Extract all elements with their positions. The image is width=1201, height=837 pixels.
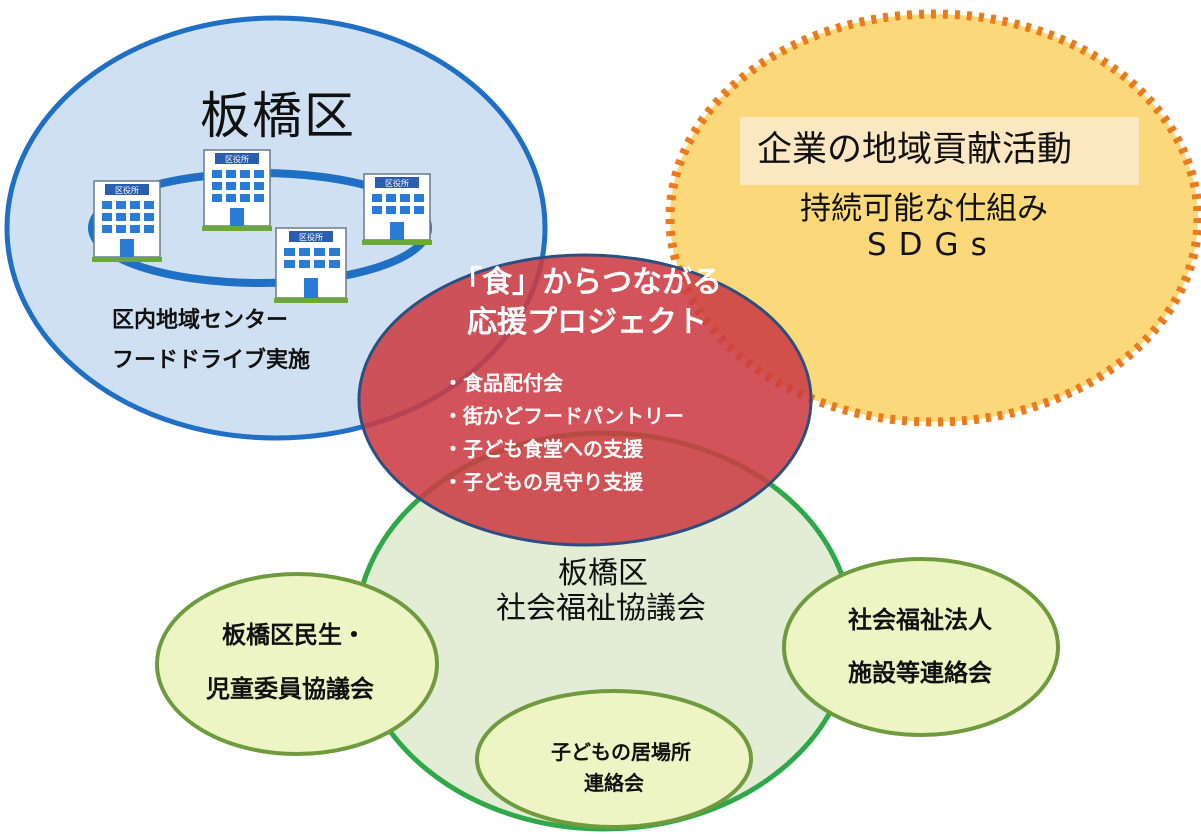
social-welfare-line1: 社会福祉法人 xyxy=(848,606,992,634)
corporate-title-box xyxy=(740,117,1139,185)
ward-food-drive-label: フードドライブ実施 xyxy=(112,348,311,373)
corporate-title: 企業の地域貢献活動 xyxy=(757,130,1073,170)
svg-text:区役所: 区役所 xyxy=(115,185,139,195)
corporate-sdgs-label: SDGs xyxy=(867,227,999,263)
corporate-circle xyxy=(665,9,1201,427)
project-item: ・街かどフードパントリー xyxy=(443,404,684,428)
ward-office-icon: 区役所 xyxy=(362,173,432,245)
project-circle xyxy=(357,253,813,547)
children-place-circle xyxy=(475,689,753,829)
ward-office-icon: 区役所 xyxy=(92,180,162,262)
ward-office-icon: 区役所 xyxy=(202,149,272,231)
council-label-line2: 社会福祉協議会 xyxy=(496,591,706,626)
social-welfare-circle xyxy=(782,557,1060,737)
svg-text:区役所: 区役所 xyxy=(299,232,323,242)
project-title-line1: 「食」からつながる xyxy=(452,265,722,300)
welfare-committee-line2: 児童委員協議会 xyxy=(206,675,374,703)
project-item: ・子どもの見守り支援 xyxy=(443,470,643,494)
ward-office-icon: 区役所 xyxy=(274,227,348,303)
children-place-line2: 連絡会 xyxy=(584,771,644,795)
svg-text:区役所: 区役所 xyxy=(385,178,409,188)
council-label-line1: 板橋区 xyxy=(558,556,648,591)
social-welfare-line2: 施設等連絡会 xyxy=(848,659,992,687)
svg-text:区役所: 区役所 xyxy=(225,154,249,164)
corporate-sustainable-label: 持続可能な仕組み xyxy=(800,191,1048,227)
project-item: ・子ども食堂への支援 xyxy=(443,437,643,461)
children-place-line1: 子どもの居場所 xyxy=(551,740,691,764)
welfare-committee-line1: 板橋区民生・ xyxy=(222,621,366,649)
project-item: ・食品配付会 xyxy=(443,371,563,395)
welfare-committee-circle xyxy=(155,572,439,756)
ward-center-label: 区内地域センター xyxy=(112,308,289,333)
ward-title: 板橋区 xyxy=(200,87,356,145)
project-title-line2: 応援プロジェクト xyxy=(467,305,707,340)
